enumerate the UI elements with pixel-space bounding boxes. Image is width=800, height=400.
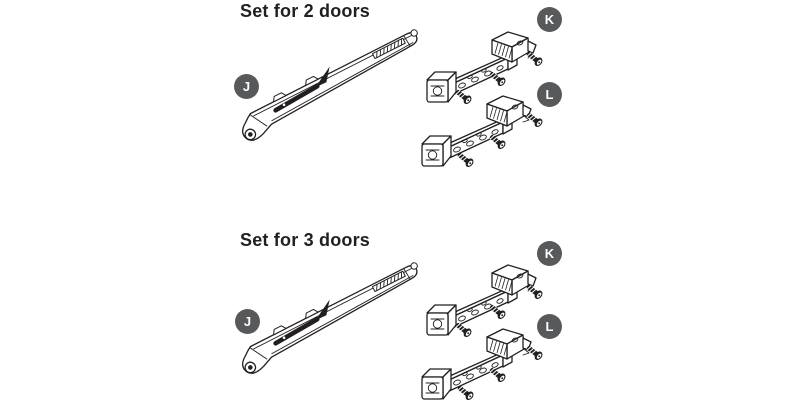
part-badge-j: J xyxy=(234,74,259,99)
rail-j xyxy=(234,257,428,376)
bracket-k xyxy=(426,31,537,103)
set-2-doors-graphics xyxy=(234,24,545,170)
set-3-doors-graphics xyxy=(234,257,545,400)
part-badge-l: L xyxy=(537,82,562,107)
bracket-l xyxy=(421,95,532,167)
part-badge-j: J xyxy=(235,309,260,334)
bracket-l xyxy=(421,328,532,400)
set-3-doors-title: Set for 3 doors xyxy=(240,230,371,250)
part-badge-k: K xyxy=(537,7,562,32)
bracket-k xyxy=(426,264,537,336)
part-badge-k: K xyxy=(537,241,562,266)
rail-j xyxy=(234,24,428,143)
part-badge-l: L xyxy=(537,314,562,339)
set-2-doors-title: Set for 2 doors xyxy=(240,1,371,21)
